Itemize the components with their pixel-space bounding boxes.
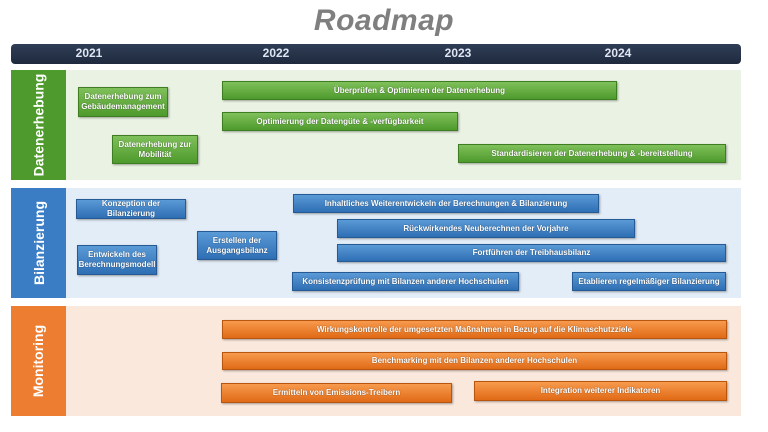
bar-optimierung-datenguete: Optimierung der Datengüte & -verfügbarke… <box>222 112 458 131</box>
year-label-2024: 2024 <box>604 46 632 60</box>
bar-entwickeln-berechnungsmodell: Entwickeln des Berechnungsmodell <box>77 245 157 275</box>
bar-konzeption-bilanzierung: Konzeption der Bilanzierung <box>76 199 186 219</box>
bar-standardisieren-datenerhebung: Standardisieren der Datenerhebung & -ber… <box>458 144 726 163</box>
bar-datenerhebung-gebaeudemanagement: Datenerhebung zum Gebäudemanagement <box>78 87 168 117</box>
year-label-2022: 2022 <box>262 46 290 60</box>
bar-ermitteln-emissions-treibern: Ermitteln von Emissions-Treibern <box>221 383 452 403</box>
lane-label-datenerhebung: Datenerhebung <box>11 70 66 180</box>
bar-ueberpruefen-optimieren-datenerhebung: Überprüfen & Optimieren der Datenerhebun… <box>222 81 617 100</box>
bar-konsistenzpruefung: Konsistenzprüfung mit Bilanzen anderer H… <box>292 272 519 291</box>
bar-wirkungskontrolle: Wirkungskontrolle der umgesetzten Maßnah… <box>222 320 727 339</box>
bar-erstellen-ausgangsbilanz: Erstellen der Ausgangsbilanz <box>197 231 277 260</box>
lane-label-monitoring: Monitoring <box>11 306 66 416</box>
lane-name-datenerhebung: Datenerhebung <box>30 73 47 177</box>
year-label-2021: 2021 <box>75 46 103 60</box>
year-label-2023: 2023 <box>444 46 472 60</box>
lane-label-bilanzierung: Bilanzierung <box>11 188 66 298</box>
bar-datenerhebung-mobilitaet: Datenerhebung zur Mobilität <box>112 135 198 164</box>
bar-rueckwirkendes-neuberechnen: Rückwirkendes Neuberechnen der Vorjahre <box>337 219 635 238</box>
bar-integration-indikatoren: Integration weiterer Indikatoren <box>474 381 727 401</box>
timeline-bar <box>11 44 741 64</box>
lane-name-monitoring: Monitoring <box>30 324 47 398</box>
bar-inhaltliches-weiterentwickeln: Inhaltliches Weiterentwickeln der Berech… <box>293 194 599 213</box>
bar-benchmarking: Benchmarking mit den Bilanzen anderer Ho… <box>222 352 727 370</box>
lane-name-bilanzierung: Bilanzierung <box>30 200 47 286</box>
roadmap-title: Roadmap <box>313 4 455 37</box>
bar-fortfuehren-treibhausbilanz: Fortführen der Treibhausbilanz <box>337 244 726 262</box>
bar-etablieren-bilanzierung: Etablieren regelmäßiger Bilanzierung <box>572 272 726 291</box>
